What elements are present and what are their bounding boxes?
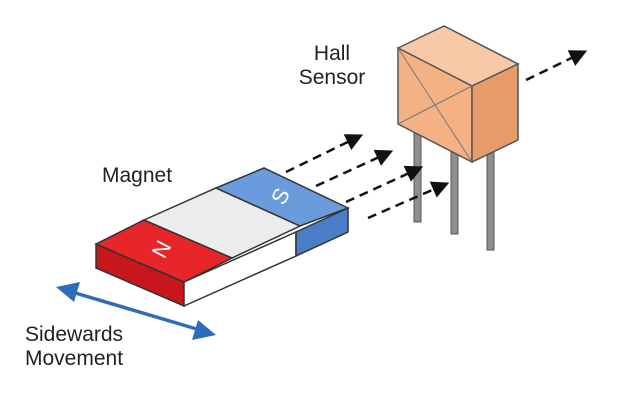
bar-magnet: N S [94, 167, 350, 308]
movement-arrow-shaft [71, 290, 201, 332]
sensor-pin-left [413, 129, 422, 223]
hall-sensor-label-line1: Hall [313, 42, 351, 65]
movement-label: Sidewards Movement [25, 323, 123, 371]
hall-sensor [396, 25, 520, 164]
movement-label-line1: Sidewards [25, 323, 124, 346]
field-arrow-4 [367, 181, 450, 220]
field-arrow-2 [315, 149, 394, 188]
movement-arrow [56, 282, 216, 340]
magnet-south-front [295, 206, 349, 258]
field-arrow-exit [525, 50, 588, 82]
sensor-pin-right [486, 149, 495, 251]
movement-arrow-head-right [192, 320, 216, 340]
field-arrow-1 [285, 134, 364, 174]
sensor-cross-line-2 [397, 85, 473, 125]
field-arrow-3 [345, 165, 424, 204]
magnet-label: Magnet [102, 164, 173, 187]
movement-arrow-head-left [56, 282, 80, 302]
hall-sensor-label-line2: Sensor [298, 66, 366, 89]
hall-sensor-label: Hall Sensor [286, 42, 378, 90]
sensor-side-face [471, 62, 519, 164]
magnet-south-top [214, 167, 350, 227]
movement-label-line2: Movement [25, 347, 124, 370]
magnetic-field-arrows [285, 134, 450, 220]
